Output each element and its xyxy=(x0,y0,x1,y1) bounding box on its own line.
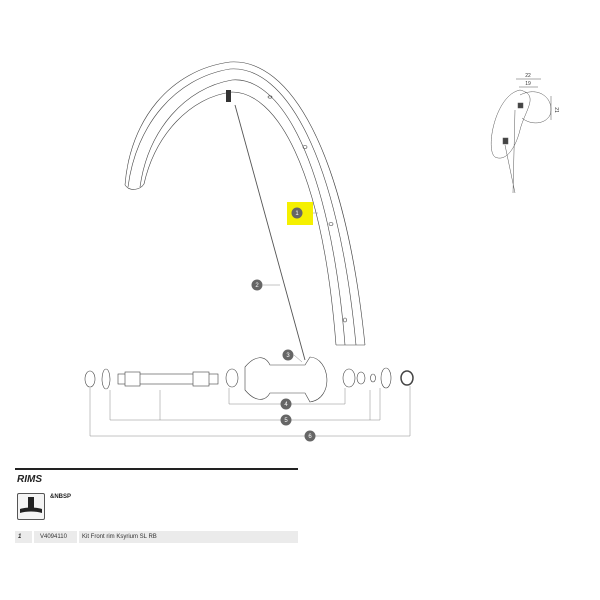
callout-4[interactable]: 4 xyxy=(280,398,292,410)
callout-1[interactable]: 1 xyxy=(291,207,303,219)
exploded-wheel-diagram: 1 2 3 4 5 6 22 19 21 xyxy=(84,61,559,442)
callout-label: 1 xyxy=(295,211,299,217)
dimension-19: 19 xyxy=(525,81,531,87)
hub-drawing xyxy=(84,356,414,403)
spoke-drawing xyxy=(226,90,306,361)
part-code: V4094110 xyxy=(34,531,77,543)
callout-label: 6 xyxy=(308,434,312,440)
section-divider xyxy=(15,468,298,470)
rim-tool-icon xyxy=(17,493,45,520)
tool-label: &NBSP xyxy=(50,494,72,500)
callout-6[interactable]: 6 xyxy=(304,430,316,442)
callout-3[interactable]: 3 xyxy=(282,349,294,361)
callout-label: 2 xyxy=(255,283,259,289)
callout-5[interactable]: 5 xyxy=(280,414,292,426)
part-ref: 1 xyxy=(15,531,32,543)
callout-label: 3 xyxy=(286,353,290,359)
dimension-21: 21 xyxy=(553,107,559,113)
table-row[interactable]: 1 V4094110 Kit Front rim Ksyrium SL RB xyxy=(15,531,298,543)
callout-label: 5 xyxy=(284,418,288,424)
dimension-22: 22 xyxy=(525,73,531,79)
callout-label: 4 xyxy=(284,402,288,408)
detail-view xyxy=(491,78,552,194)
rim-drawing xyxy=(124,61,366,346)
leader-lines xyxy=(89,212,411,437)
callout-2[interactable]: 2 xyxy=(251,279,263,291)
part-description: Kit Front rim Ksyrium SL RB xyxy=(79,531,298,543)
section-title: RIMS xyxy=(17,474,42,485)
